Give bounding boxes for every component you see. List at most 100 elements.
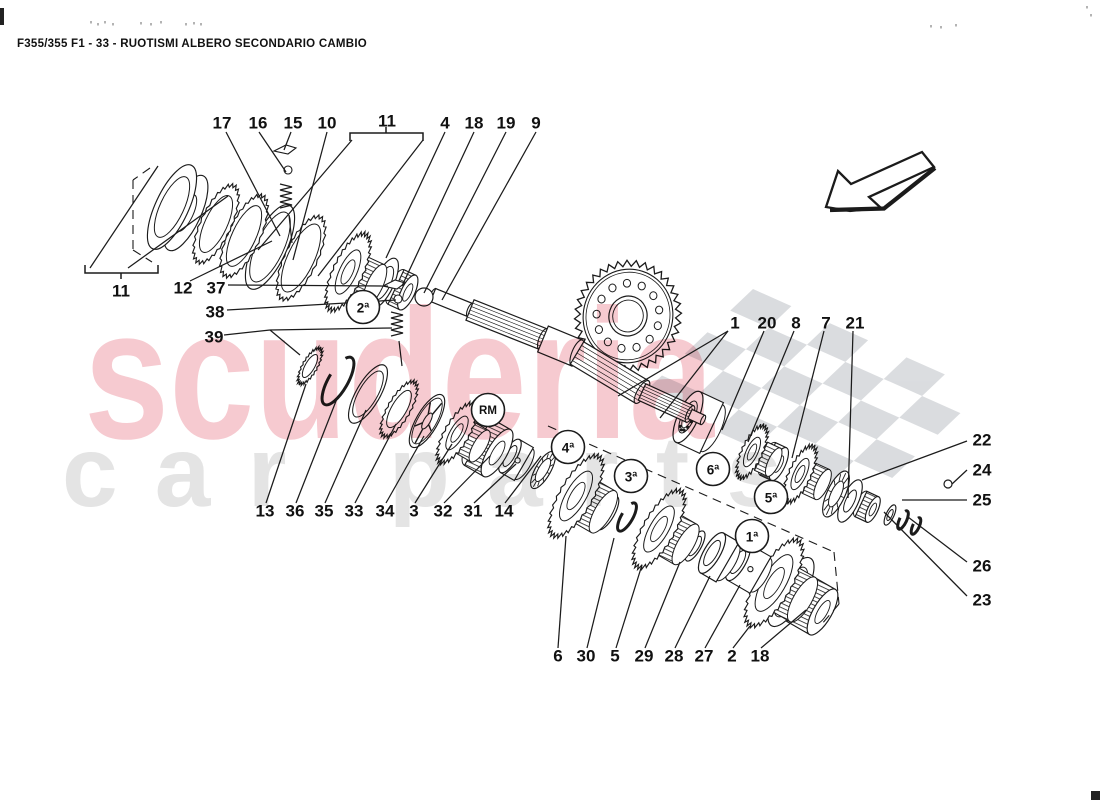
part-snap-ring-36 — [320, 355, 356, 407]
callout-number: 18 — [751, 647, 770, 666]
callout-number: 2 — [727, 647, 736, 666]
svg-text:5ª: 5ª — [765, 491, 778, 506]
callout-9-8: 9 — [441, 114, 541, 301]
part-snap-ring-26 — [896, 509, 910, 531]
callout-number: 31 — [464, 502, 483, 521]
svg-text:1ª: 1ª — [746, 530, 759, 545]
callout-35-16: 35 — [315, 409, 367, 521]
callout-33-17: 33 — [345, 423, 397, 521]
scan-artifacts — [0, 6, 1100, 800]
gear-badge-2: 2ª — [345, 289, 381, 325]
callout-8-33: 8 — [747, 314, 801, 443]
callout-19-7: 19 — [423, 114, 516, 294]
callout-number: 29 — [635, 647, 654, 666]
detent-parts — [272, 144, 407, 367]
svg-text:2ª: 2ª — [357, 301, 370, 316]
callout-2-29: 2 — [727, 625, 751, 666]
callout-18-6: 18 — [401, 114, 483, 287]
svg-text:RM: RM — [479, 405, 497, 417]
callout-number: 34 — [376, 502, 395, 521]
callout-number: 21 — [846, 314, 865, 333]
part-sliding-sleeve — [275, 213, 327, 303]
part-lock-nut-13 — [295, 344, 325, 388]
part-spacer-28 — [697, 532, 741, 583]
part-snap-ring-30 — [616, 501, 638, 533]
part-snap-ring-23 — [909, 516, 923, 536]
callout-11-9: 11 — [89, 165, 229, 301]
callout-37-11: 37 — [207, 279, 389, 298]
part-ring-nut-22 — [853, 490, 881, 523]
gear-badge-RM: RM — [470, 392, 506, 428]
callout-number: 11 — [112, 282, 130, 301]
callout-23-40: 23 — [883, 511, 991, 610]
callout-number: 22 — [973, 431, 992, 450]
callout-number: 28 — [665, 647, 684, 666]
gear-badge-6: 6ª — [695, 451, 731, 487]
callout-number: 9 — [531, 114, 540, 133]
watermark-primary-text: scuderia — [84, 272, 716, 478]
part-clutch-bell — [146, 164, 198, 250]
callout-31-21: 31 — [464, 463, 517, 521]
part-ball-19 — [414, 287, 434, 307]
callout-number: 1 — [730, 314, 739, 333]
callout-number: 39 — [205, 328, 224, 347]
part-bearing-21-inner — [822, 470, 850, 518]
part-ball-24 — [943, 479, 953, 489]
part-sleeve-35 — [347, 364, 389, 424]
part-gear-6th-speed — [734, 423, 783, 481]
part-washer-25 — [883, 504, 897, 526]
callout-number: 13 — [256, 502, 275, 521]
direction-arrow-icon — [824, 150, 937, 213]
callout-4-5: 4 — [385, 114, 450, 259]
callout-26-39: 26 — [907, 516, 992, 576]
callout-number: 6 — [553, 647, 562, 666]
callout-number: 25 — [973, 491, 992, 510]
callout-number: 24 — [973, 461, 992, 480]
callout-6-23: 6 — [553, 535, 567, 666]
gear-badge-3: 3ª — [613, 458, 649, 494]
callout-18-30: 18 — [751, 609, 807, 666]
callout-number: 14 — [495, 502, 514, 521]
part-gear-5th-speed — [781, 442, 832, 506]
part-synchro-pack-1 — [191, 182, 241, 266]
callout-11-4: 11 — [257, 112, 424, 277]
callout-5-25: 5 — [610, 564, 643, 666]
part-roller-ring-14 — [530, 450, 556, 490]
gear-badge-4: 4ª — [550, 429, 586, 465]
callout-number: 32 — [434, 502, 453, 521]
callout-16-1: 16 — [249, 114, 287, 173]
callout-30-24: 30 — [577, 537, 615, 666]
svg-text:6ª: 6ª — [707, 463, 720, 478]
callout-17-0: 17 — [213, 114, 281, 237]
callout-32-20: 32 — [434, 455, 491, 521]
page-title: F355/355 F1 - 33 - RUOTISMI ALBERO SECON… — [17, 38, 367, 50]
callout-number: 4 — [440, 114, 450, 133]
callout-number: 15 — [284, 114, 303, 133]
callout-number: 7 — [821, 314, 830, 333]
callout-number: 38 — [206, 303, 225, 322]
callout-3-19: 3 — [409, 443, 453, 521]
diagram-line-art — [0, 6, 1100, 800]
callout-number: 37 — [207, 279, 226, 298]
callout-34-18: 34 — [376, 435, 425, 521]
callout-39-13: 39 — [205, 327, 393, 356]
callout-22-36: 22 — [861, 431, 992, 481]
callout-10-3: 10 — [292, 114, 336, 261]
callout-1-31: 1 — [617, 314, 740, 419]
part-main-shaft — [428, 287, 707, 426]
callout-12-10: 12 — [174, 240, 273, 298]
callout-number: 5 — [610, 647, 619, 666]
callout-number: 26 — [973, 557, 992, 576]
callout-14-22: 14 — [495, 455, 542, 521]
callout-number: 20 — [758, 314, 777, 333]
callout-number: 19 — [497, 114, 516, 133]
callout-13-14: 13 — [256, 383, 307, 521]
callout-7-34: 7 — [791, 314, 831, 459]
callout-number: 11 — [378, 112, 396, 131]
callout-25-38: 25 — [902, 491, 991, 510]
callout-number: 8 — [791, 314, 800, 333]
part-synchro-spider-34 — [408, 393, 446, 449]
callout-20-32: 20 — [721, 314, 777, 431]
